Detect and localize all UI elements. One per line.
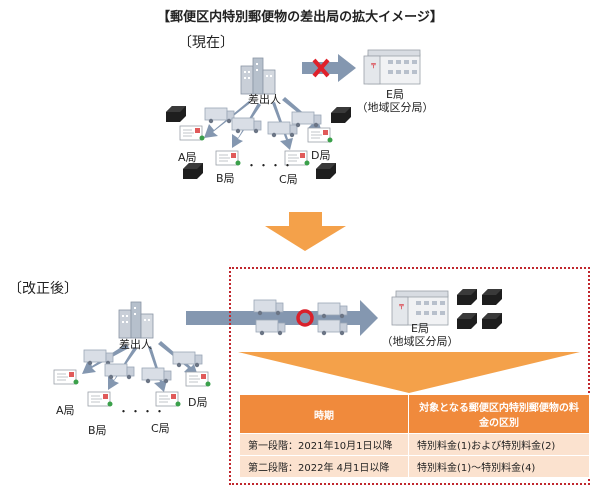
revised-office-c: C局 xyxy=(151,422,170,435)
schedule-cell: 特別料金(1)～特別料金(4) xyxy=(408,455,590,478)
schedule-cell: 第一段階：2021年10月1日以降 xyxy=(239,433,409,456)
current-office-d: D局 xyxy=(311,149,331,162)
schedule-header-period: 時期 xyxy=(239,394,409,434)
current-sender-building-icon xyxy=(240,57,276,95)
current-office-c: C局 xyxy=(279,173,298,186)
current-blocked-arrow xyxy=(302,54,356,82)
schedule-cell: 特別料金(1)および特別料金(2) xyxy=(408,433,590,456)
schedule-header-target: 対象となる郵便区内特別郵便物の料金の区別 xyxy=(408,394,590,434)
revised-long-arrow xyxy=(186,300,378,336)
current-e-office-name: E局 xyxy=(386,88,404,101)
current-dots: ・・・・ xyxy=(246,159,294,172)
revised-office-d: D局 xyxy=(188,396,208,409)
revised-e-office-sub: （地域区分局） xyxy=(381,335,459,348)
current-trucks xyxy=(204,107,322,138)
current-e-office-building-icon xyxy=(363,49,421,85)
revised-highlight-box xyxy=(229,267,590,485)
current-office-b: B局 xyxy=(216,172,235,185)
revised-dots: ・・・・ xyxy=(118,405,166,418)
schedule-table-wrapper: 時期 対象となる郵便区内特別郵便物の料金の区別 第一段階：2021年10月1日以… xyxy=(239,394,590,478)
revised-office-a: A局 xyxy=(56,404,75,417)
funnel-triangle xyxy=(238,352,580,393)
current-e-office-sub: （地域区分局） xyxy=(356,101,434,114)
current-sender-label: 差出人 xyxy=(248,93,281,106)
transition-down-arrow xyxy=(265,212,346,251)
current-heading: 〔現在〕 xyxy=(178,35,234,51)
revised-sender-label: 差出人 xyxy=(119,338,152,351)
page-title: 【郵便区内特別郵便物の差出局の拡大イメージ】 xyxy=(157,10,443,25)
cross-icon xyxy=(312,58,330,78)
current-office-a: A局 xyxy=(178,151,197,164)
revised-sender-building-icon xyxy=(118,301,154,339)
schedule-row: 第二段階：2022年 4月1日以降 特別料金(1)～特別料金(4) xyxy=(239,455,590,478)
schedule-cell: 第二段階：2022年 4月1日以降 xyxy=(239,455,409,478)
revised-heading: 〔改正後〕 xyxy=(8,281,78,297)
revised-e-office-label: E局 （地域区分局） xyxy=(378,322,462,348)
ring-icon xyxy=(296,309,314,327)
schedule-row: 第一段階：2021年10月1日以降 特別料金(1)および特別料金(2) xyxy=(239,433,590,456)
revised-e-office-name: E局 xyxy=(411,322,429,335)
revised-office-b: B局 xyxy=(88,424,107,437)
revised-trucks xyxy=(83,349,203,384)
schedule-table: 時期 対象となる郵便区内特別郵便物の料金の区別 第一段階：2021年10月1日以… xyxy=(239,394,590,478)
schedule-header-row: 時期 対象となる郵便区内特別郵便物の料金の区別 xyxy=(239,394,590,434)
current-e-office-label: E局 （地域区分局） xyxy=(354,88,436,114)
